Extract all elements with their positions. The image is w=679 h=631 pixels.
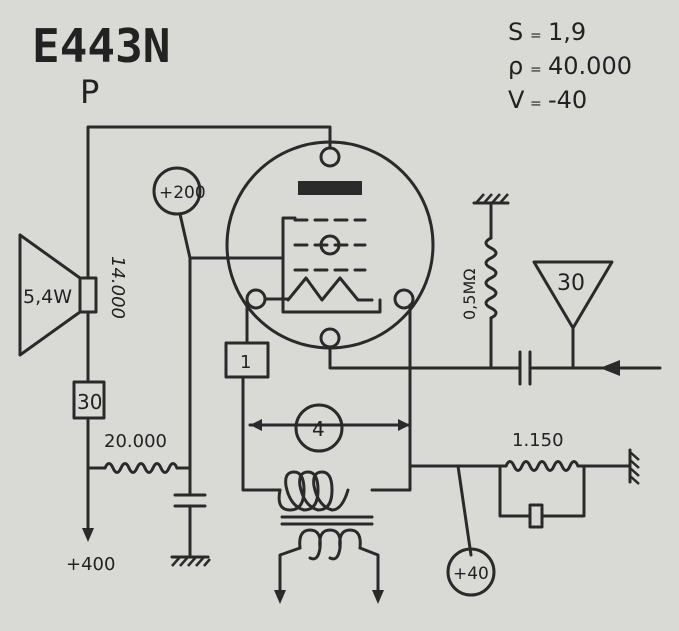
cathode-resistor-label: 1.150	[512, 430, 564, 451]
cathode-resistor-coil	[504, 460, 580, 472]
transformer-secondary-coil	[298, 528, 362, 561]
filament-left-wire	[241, 375, 282, 492]
param-value-v: -40	[548, 86, 587, 114]
cathode-bypass-capacitor	[528, 503, 544, 529]
series-resistor-label: 20.000	[104, 431, 167, 452]
input-arrow-icon	[600, 360, 620, 376]
speaker-coil-box	[78, 276, 98, 314]
filament-box-label: 1	[240, 352, 251, 373]
grid-lines	[293, 218, 367, 272]
input-gain-label: 30	[557, 271, 585, 296]
series-resistor-coil	[103, 462, 179, 474]
plate-wire	[86, 125, 332, 280]
filament-zigzag	[286, 276, 374, 302]
param-symbol-rho: ρ	[508, 52, 523, 80]
filament-volts-label: 4	[312, 417, 325, 441]
plate-resistor-label: 30	[77, 390, 102, 414]
grid-leak-ground-icon	[472, 193, 510, 205]
filament-pin-right-icon	[393, 288, 415, 310]
cathode-frame	[281, 256, 382, 314]
secondary-arrow-right-icon	[372, 590, 384, 604]
bias-voltage-circle	[446, 547, 496, 597]
input-gain-triangle	[532, 260, 614, 330]
param-symbol-s: S	[508, 18, 523, 46]
cathode-ground-icon	[628, 448, 640, 485]
grid-leak-resistor-coil	[484, 236, 498, 320]
bias-voltage-label: +40	[453, 564, 489, 584]
transformer-primary-coil	[277, 470, 350, 512]
screen-voltage-label: +200	[159, 183, 206, 203]
tube-type-label: E443N	[32, 19, 170, 73]
filament-box	[224, 341, 270, 379]
svg-text:=: =	[530, 96, 542, 112]
secondary-arrow-left-icon	[274, 590, 286, 604]
tube-envelope	[225, 140, 435, 350]
filament-right-wire	[370, 303, 412, 492]
speaker-winding-label: 14.000	[107, 256, 128, 319]
filament-pin-left-icon	[245, 288, 267, 310]
anode-plate	[298, 181, 362, 195]
grid-input-wire	[328, 345, 522, 370]
supply-arrow-icon	[82, 528, 94, 542]
param-value-rho: 40.000	[548, 52, 632, 80]
grid-leak-label: 0,5MΩ	[460, 269, 479, 320]
parameter-list: S = 1,9 ρ = 40.000 V = -40	[508, 18, 632, 114]
param-symbol-v: V	[508, 86, 525, 114]
screen-voltage-circle	[152, 166, 202, 216]
loudspeaker: 5,4W 14.000	[18, 233, 128, 357]
svg-text:=: =	[530, 62, 542, 78]
plate-pin-icon	[319, 146, 341, 168]
grid-pin-icon	[319, 234, 341, 256]
mode-label: P	[80, 73, 99, 111]
param-value-s: 1,9	[548, 18, 586, 46]
filament-volts-circle	[294, 403, 344, 453]
cathode-pin-icon	[319, 327, 341, 349]
speaker-power-label: 5,4W	[23, 286, 72, 308]
filament-transformer	[274, 470, 384, 604]
svg-text:=: =	[530, 28, 542, 44]
supply-voltage-label: +400	[66, 554, 115, 575]
ground-symbol-icon	[170, 555, 211, 567]
